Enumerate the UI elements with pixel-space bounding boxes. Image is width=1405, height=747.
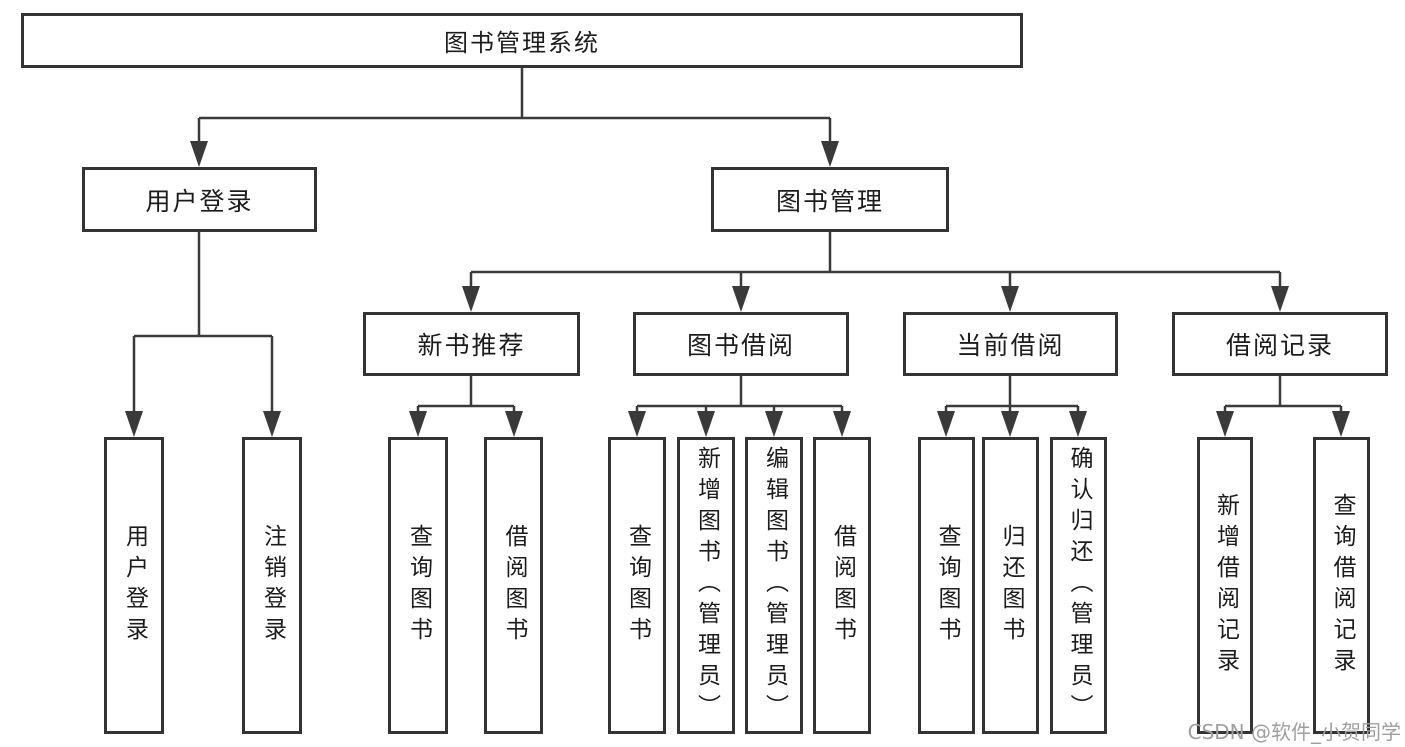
node-library-management-system: 图书管理系统 [21, 13, 1023, 68]
leaf-query-borrow-record: 查询借阅记录 [1313, 437, 1370, 734]
connector-borrow-records-to-leaves [1216, 376, 1350, 437]
node-label: 图书管理 [775, 186, 884, 216]
leaf-label: 借阅图书 [501, 523, 527, 648]
leaf-label: 查询借阅记录 [1329, 492, 1355, 679]
leaf-add-borrow-record: 新增借阅记录 [1197, 437, 1253, 734]
leaf-label: 编辑图书（管理员） [761, 446, 788, 725]
node-current-borrowing: 当前借阅 [903, 312, 1118, 376]
leaf-label: 新增借阅记录 [1212, 492, 1239, 679]
leaf-confirm-return-admin: 确认归还（管理员） [1050, 437, 1107, 734]
node-borrow-records: 借阅记录 [1172, 312, 1388, 376]
leaf-query-books-recommend: 查询图书 [388, 437, 448, 734]
leaf-label: 归还图书 [998, 523, 1024, 648]
connector-user-login-to-leaves [125, 232, 281, 437]
connector-book-management-to-level3 [462, 232, 1289, 312]
leaf-label: 用户登录 [121, 523, 148, 648]
connector-root-to-level2 [190, 68, 839, 167]
node-label: 当前借阅 [956, 331, 1065, 360]
leaf-label: 确认归还（管理员） [1066, 446, 1092, 725]
connector-book-borrowing-to-leaves [628, 376, 851, 437]
node-new-book-recommend: 新书推荐 [363, 312, 580, 376]
leaf-borrow-books-recommend: 借阅图书 [484, 437, 543, 734]
node-user-login: 用户登录 [82, 167, 317, 232]
leaf-query-books-borrowing: 查询图书 [608, 437, 666, 734]
connector-current-borrowing-to-leaves [937, 376, 1087, 437]
leaf-label: 查询图书 [405, 523, 432, 648]
leaf-logout: 注销登录 [242, 437, 302, 734]
node-book-borrowing: 图书借阅 [633, 312, 849, 376]
leaf-label: 注销登录 [259, 523, 286, 648]
node-label: 借阅记录 [1225, 331, 1334, 360]
node-label: 图书管理系统 [444, 29, 600, 57]
leaf-borrow-books-borrowing: 借阅图书 [813, 437, 871, 734]
node-book-management: 图书管理 [711, 167, 949, 232]
leaf-add-book-admin: 新增图书（管理员） [677, 437, 735, 734]
leaf-label: 查询图书 [624, 523, 651, 648]
leaf-query-books-current: 查询图书 [918, 437, 975, 734]
csdn-watermark: CSDN @软件_小贺同学 [1187, 720, 1401, 744]
leaf-label: 新增图书（管理员） [693, 446, 720, 725]
leaf-return-book: 归还图书 [982, 437, 1039, 734]
leaf-label: 查询图书 [934, 523, 960, 648]
node-label: 图书借阅 [686, 331, 795, 360]
leaf-label: 借阅图书 [829, 523, 856, 648]
leaf-edit-book-admin: 编辑图书（管理员） [745, 437, 803, 734]
leaf-user-login: 用户登录 [104, 437, 164, 734]
node-label: 用户登录 [145, 186, 254, 216]
connector-new-book-recommend-to-leaves [409, 376, 523, 437]
node-label: 新书推荐 [417, 331, 526, 360]
